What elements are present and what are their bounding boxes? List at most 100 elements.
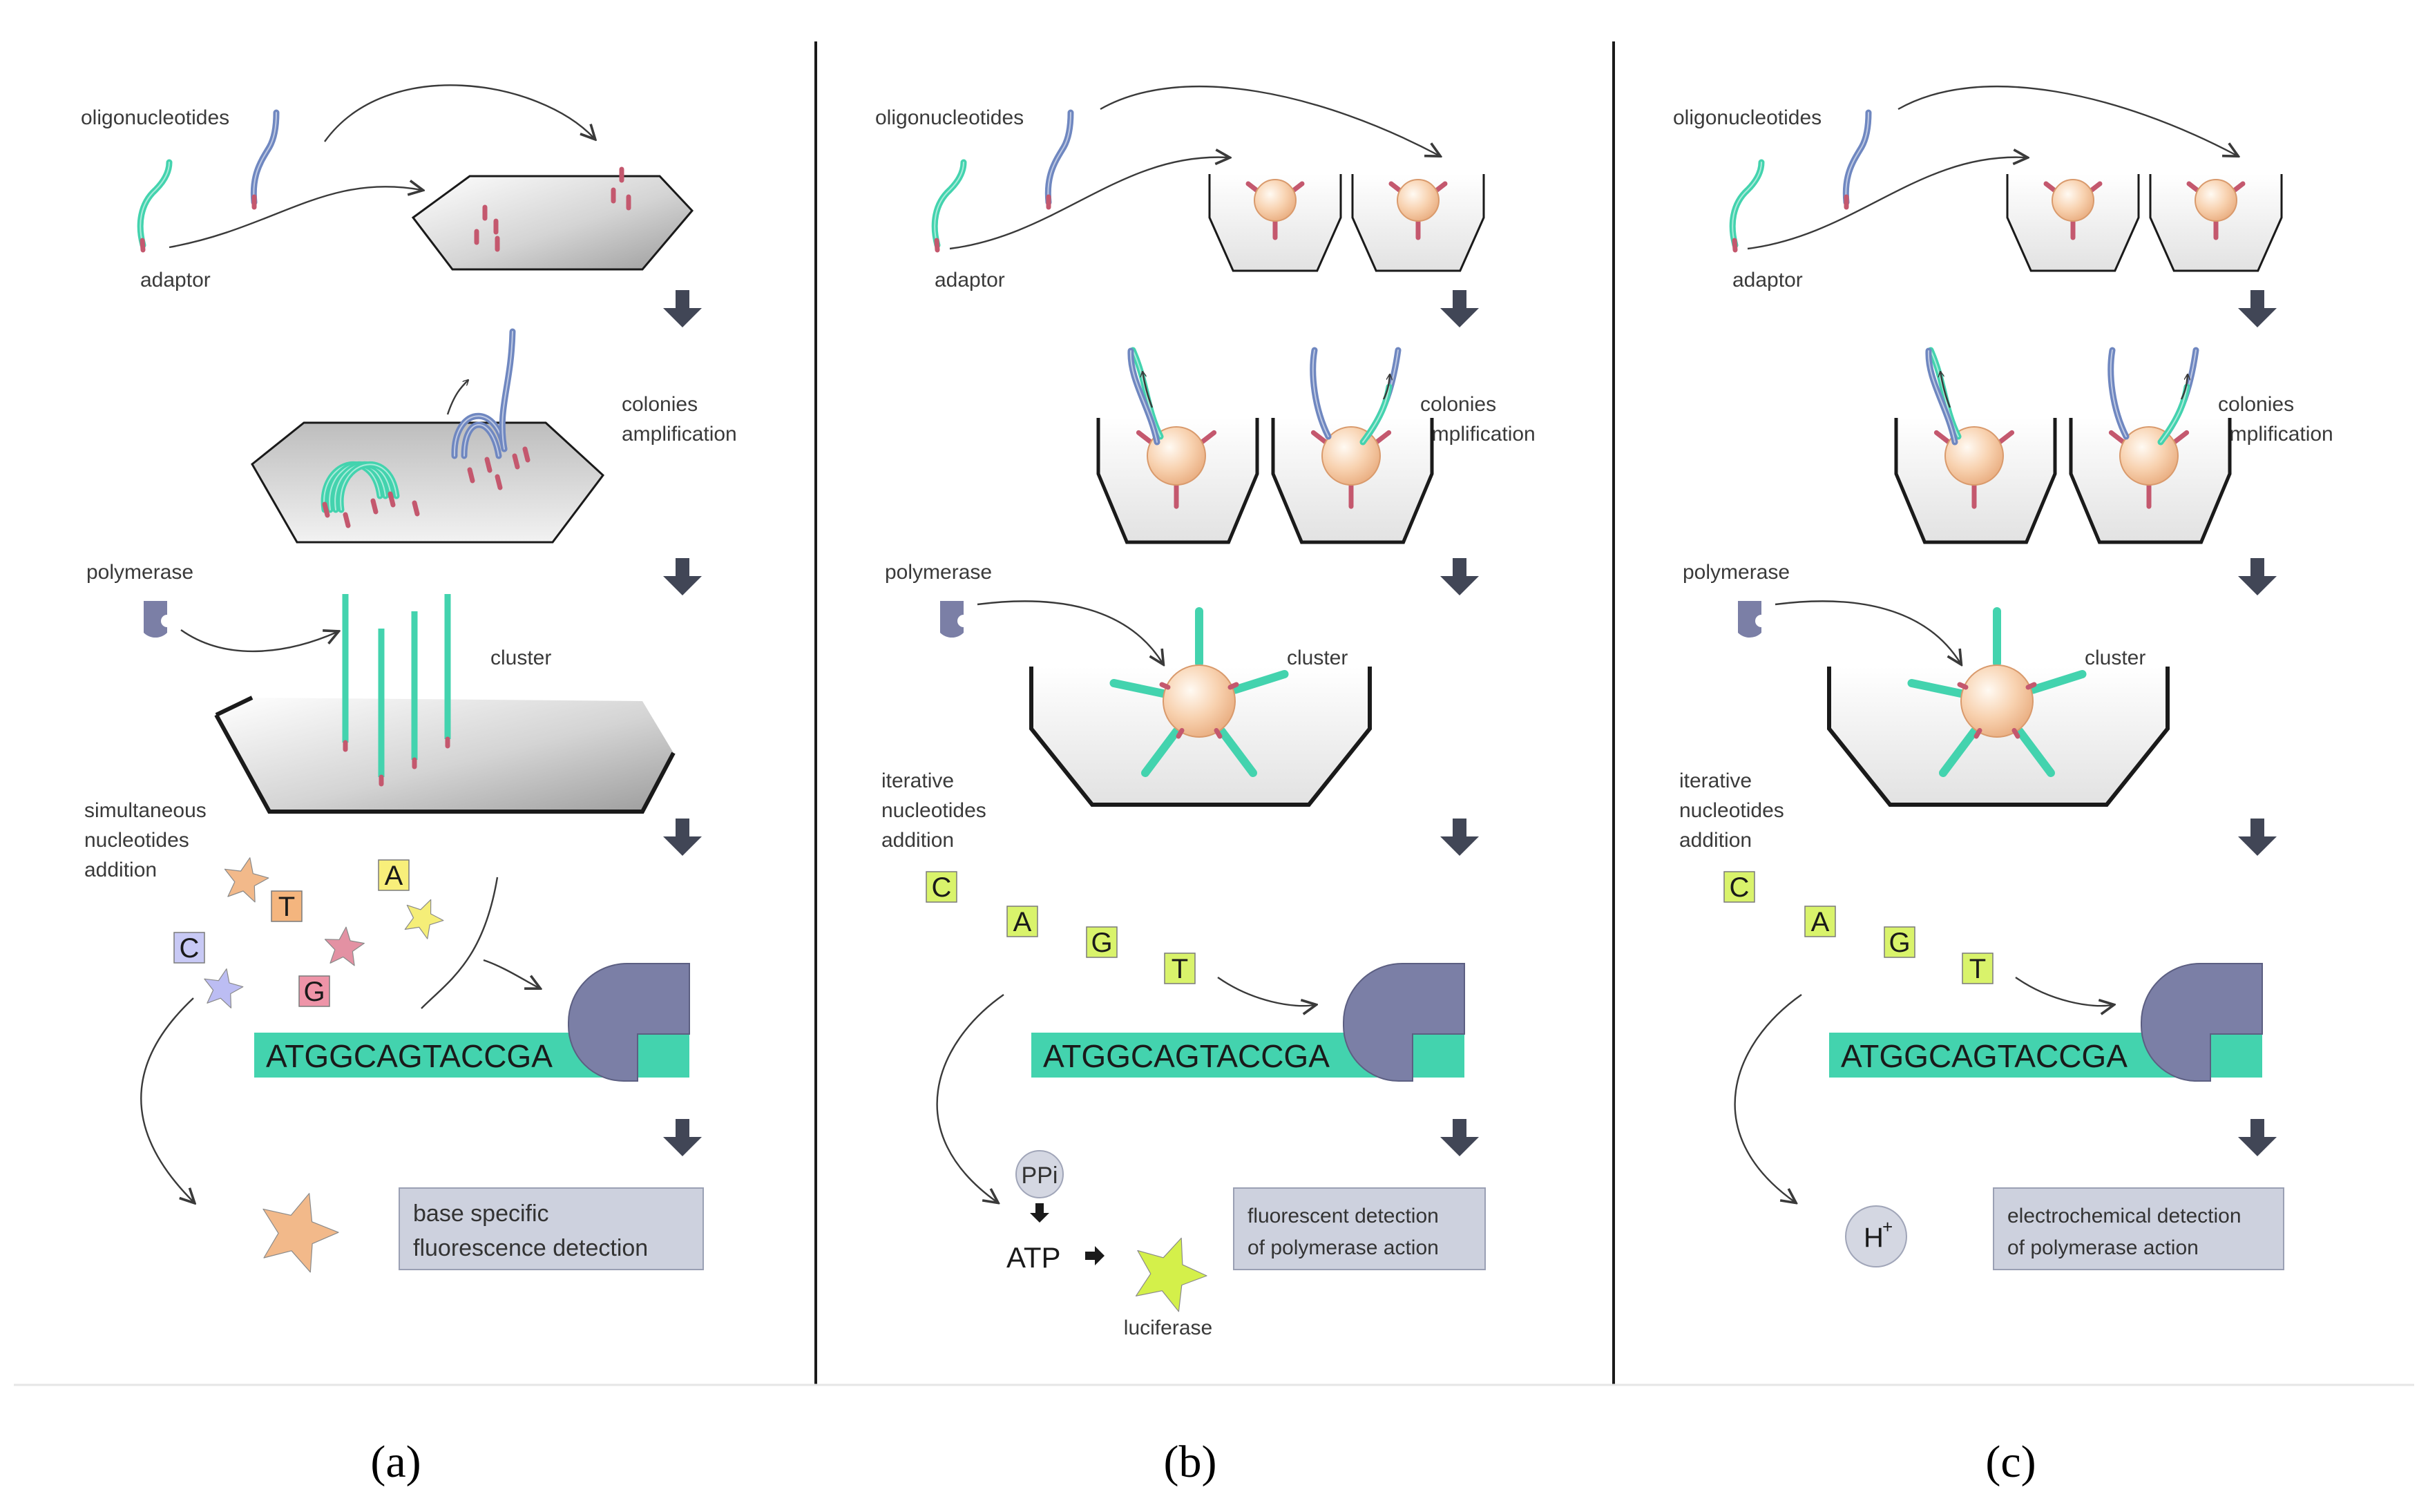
amplification-arrow xyxy=(446,380,468,415)
nucleotide-to-polymerase-arrow xyxy=(1217,977,1315,1006)
addition-label-2: nucleotides xyxy=(84,829,189,852)
cluster-primer-0 xyxy=(1227,682,1239,690)
panel-b: oligonucleotidesadaptorcoloniesamplifica… xyxy=(875,85,1536,1487)
sequence-text: ATGGCAGTACCGA xyxy=(1841,1038,2128,1074)
amplification-label: amplification xyxy=(1420,423,1536,446)
nucleotide-g-label: G xyxy=(1889,928,1910,958)
nucleotide-c-label: C xyxy=(180,933,200,964)
adaptor-to-bead-arrow xyxy=(1747,157,2026,250)
polymerase-enzyme-icon xyxy=(2141,963,2263,1082)
addition-label-3: addition xyxy=(881,829,954,852)
cluster-primer-3 xyxy=(1176,728,1185,739)
atp-label: ATP xyxy=(1006,1241,1061,1274)
cluster-primer-2 xyxy=(2011,728,2020,739)
detection-arrow xyxy=(936,994,1004,1202)
step-arrow-3 xyxy=(663,819,702,856)
colonies-label: colonies xyxy=(1420,393,1496,416)
cluster-primer-0 xyxy=(2025,682,2037,690)
cluster-label: cluster xyxy=(2085,647,2145,669)
colony-arrow-2 xyxy=(2180,374,2188,400)
detection-line-2: of polymerase action xyxy=(1248,1236,1439,1259)
nucleotide-t xyxy=(1962,953,1994,984)
addition-label-2: nucleotides xyxy=(1679,799,1784,822)
detection-line-1: fluorescent detection xyxy=(1248,1205,1439,1227)
nucleotide-to-polymerase-arrow xyxy=(483,959,539,988)
detection-box xyxy=(1993,1187,2284,1270)
step-arrow-2 xyxy=(2238,558,2277,595)
caption-b: (b) xyxy=(1164,1437,1217,1487)
oligonucleotides-label: oligonucleotides xyxy=(1673,106,1822,129)
flow-cell-plate-2 xyxy=(251,421,605,544)
adaptor-tip xyxy=(140,238,146,253)
detection-arrow xyxy=(140,997,193,1202)
polymerase-arrow xyxy=(180,630,337,653)
oligonucleotide-strand xyxy=(1044,109,1074,206)
panel-a: oligonucleotidesadaptorcoloniesamplifica… xyxy=(81,84,737,1487)
addition-label-1: iterative xyxy=(1679,769,1752,792)
nucleotide-t xyxy=(271,890,303,922)
anchor-9 xyxy=(522,446,530,463)
nucleotide-c xyxy=(173,932,205,964)
nucleotide-a-label: A xyxy=(1811,907,1830,937)
oligonucleotides-label: oligonucleotides xyxy=(875,106,1024,129)
step-arrow-1 xyxy=(2238,290,2277,327)
oligo-to-bead-arrow xyxy=(1898,85,2237,155)
polymerase-arrow xyxy=(977,600,1163,663)
nucleotide-a xyxy=(1804,906,1836,937)
step-arrow-4 xyxy=(663,1119,702,1156)
colony-bead-1 xyxy=(1147,426,1206,486)
panel-c: oligonucleotidesadaptorcoloniesamplifica… xyxy=(1673,85,2333,1487)
anchor-4 xyxy=(412,500,420,517)
cluster-primer-2 xyxy=(1214,728,1223,739)
nucleotide-t xyxy=(1164,953,1196,984)
polymerase-icon xyxy=(144,601,167,638)
polymerase-enzyme-icon xyxy=(568,963,690,1082)
cluster-plate-edge xyxy=(214,714,676,814)
anchor-8 xyxy=(512,453,520,470)
anchor-1 xyxy=(343,512,351,528)
bead-1 xyxy=(1254,179,1297,222)
nucleotide-g xyxy=(1086,926,1118,958)
sequence-text: ATGGCAGTACCGA xyxy=(1043,1038,1330,1074)
proton-label: H xyxy=(1864,1223,1884,1253)
step-arrow-2 xyxy=(1440,558,1479,595)
anchor-6 xyxy=(484,457,493,473)
anchor-5 xyxy=(467,467,475,484)
cluster-label: cluster xyxy=(1287,647,1348,669)
nucleotide-t-label: T xyxy=(1969,954,1986,984)
step-arrow-3 xyxy=(2238,819,2277,856)
anchor-2 xyxy=(370,498,379,515)
addition-label-2: nucleotides xyxy=(881,799,986,822)
oligonucleotide-strand xyxy=(250,109,280,206)
polymerase-icon xyxy=(1738,601,1761,638)
addition-label-3: addition xyxy=(1679,829,1752,852)
bead-2 xyxy=(2195,179,2237,222)
addition-label-3: addition xyxy=(84,859,157,881)
ppi-label: PPi xyxy=(1022,1162,1058,1189)
step-arrow-4 xyxy=(1440,1119,1479,1156)
star-orange-small xyxy=(224,857,269,903)
detection-box xyxy=(1233,1187,1486,1270)
cluster-arm-1 xyxy=(1231,670,1289,694)
flow-cell-plate xyxy=(411,175,694,271)
polymerase-arrow xyxy=(1775,600,1960,663)
nucleotide-t-label: T xyxy=(1172,954,1188,984)
sequence-text: ATGGCAGTACCGA xyxy=(266,1038,553,1074)
nucleotide-t-label: T xyxy=(278,892,295,922)
oligonucleotides-label: oligonucleotides xyxy=(81,106,229,129)
polymerase-icon xyxy=(940,601,964,638)
nucleotide-g-label: G xyxy=(1091,928,1112,958)
nucleotide-a xyxy=(1006,906,1038,937)
atp-to-luciferase-arrow xyxy=(1085,1246,1105,1265)
cluster-arm-2 xyxy=(1218,727,1257,777)
nucleotide-c xyxy=(1723,871,1755,903)
step-arrow-1 xyxy=(663,290,702,327)
adaptor-to-plate-arrow xyxy=(169,186,421,249)
luciferase-label: luciferase xyxy=(1124,1317,1212,1339)
nucleotide-a-label: A xyxy=(385,861,403,891)
cluster-arm-2 xyxy=(2016,727,2055,777)
addition-label-1: iterative xyxy=(881,769,954,792)
cluster-label: cluster xyxy=(490,647,551,669)
bead-2 xyxy=(1397,179,1440,222)
